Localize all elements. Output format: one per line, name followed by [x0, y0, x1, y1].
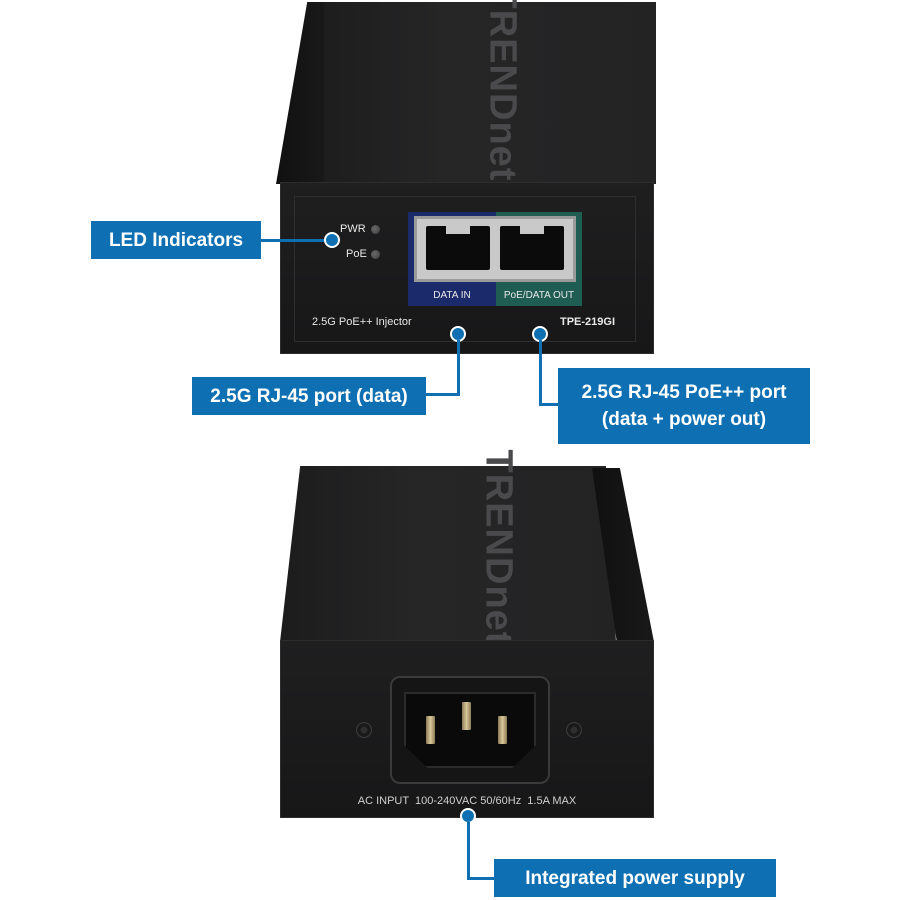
top-device-side-surface: [276, 2, 324, 184]
pwr-led-label: PWR: [340, 223, 366, 235]
poe-port-callout-line2: (data + power out): [601, 409, 767, 430]
data-in-label: DATA IN: [433, 290, 471, 301]
ac-rating-label: AC INPUT 100-240VAC 50/60Hz 1.5A MAX: [357, 795, 577, 807]
pwr-led: [371, 225, 380, 234]
product-name-label: 2.5G PoE++ Injector: [312, 316, 412, 328]
top-device-brand-logo: TRENDnet: [481, 0, 524, 182]
top-device-front-inset: [294, 196, 636, 342]
model-number-label: TPE-219GI: [560, 316, 616, 328]
ac-pin-right: [498, 716, 507, 744]
led-indicators-callout: LED Indicators: [91, 221, 261, 259]
led-callout-line: [261, 239, 331, 242]
poe-port-callout-line-h: [539, 403, 561, 406]
poe-port-callout-line1: 2.5G RJ-45 PoE++ port: [581, 382, 787, 403]
data-port-callout-line-h: [424, 393, 460, 396]
bottom-device-top-surface: [280, 466, 616, 642]
poe-out-label: PoE/DATA OUT: [503, 290, 575, 301]
led-callout-dot: [324, 232, 340, 248]
poe-out-port-clip: [520, 226, 544, 234]
top-device-top-surface: [306, 2, 656, 184]
data-port-callout: 2.5G RJ-45 port (data): [192, 377, 426, 415]
right-screw: [566, 722, 582, 738]
integrated-power-supply-callout: Integrated power supply: [494, 859, 776, 897]
left-screw: [356, 722, 372, 738]
bottom-device-brand-logo: TRENDnet: [477, 449, 520, 646]
data-port-callout-line-v: [457, 340, 460, 396]
poe-led-label: PoE: [346, 248, 367, 260]
poe-port-callout-line-v: [539, 340, 542, 406]
ac-pin-center: [462, 702, 471, 730]
poe-led: [371, 250, 380, 259]
data-in-port-clip: [446, 226, 470, 234]
poe-port-callout: 2.5G RJ-45 PoE++ port (data + power out): [558, 368, 810, 444]
ac-pin-left: [426, 716, 435, 744]
power-callout-line-h: [467, 877, 497, 880]
power-callout-line-v: [467, 822, 470, 880]
